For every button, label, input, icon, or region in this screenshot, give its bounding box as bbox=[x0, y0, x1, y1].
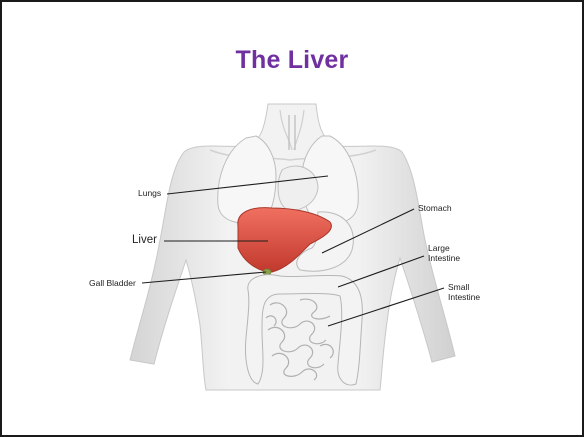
label-stomach: Stomach bbox=[418, 203, 452, 213]
label-gall-bladder: Gall Bladder bbox=[89, 278, 136, 288]
label-liver: Liver bbox=[132, 234, 157, 247]
label-lungs: Lungs bbox=[138, 188, 161, 198]
label-small-intestine-line1: Small bbox=[448, 282, 480, 292]
label-large-intestine: Large Intestine bbox=[428, 243, 460, 263]
label-large-intestine-line2: Intestine bbox=[428, 253, 460, 263]
label-large-intestine-line1: Large bbox=[428, 243, 460, 253]
label-small-intestine: Small Intestine bbox=[448, 282, 480, 302]
label-small-intestine-line2: Intestine bbox=[448, 292, 480, 302]
